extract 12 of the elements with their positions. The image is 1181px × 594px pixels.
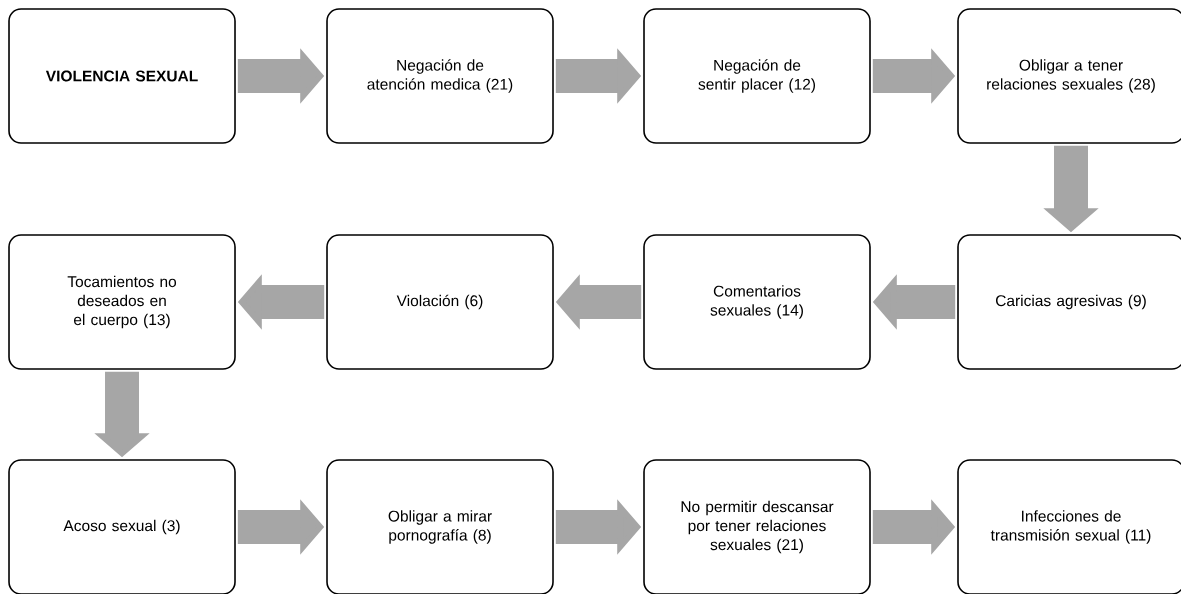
process-box: Comentarios sexuales (14) (643, 234, 871, 370)
process-box: Infecciones de transmisión sexual (11) (957, 459, 1181, 594)
process-box: Acoso sexual (3) (8, 459, 236, 594)
process-box: Tocamientos no deseados en el cuerpo (13) (8, 234, 236, 370)
process-box: Violación (6) (326, 234, 554, 370)
process-box: Negación de sentir placer (12) (643, 8, 871, 144)
process-box: No permitir descansar por tener relaciones sexuales (21) (643, 459, 871, 594)
process-box: Caricias agresivas (9) (957, 234, 1181, 370)
process-box: Obligar a mirar pornografía (8) (326, 459, 554, 594)
process-box: Negación de atención medica (21) (326, 8, 554, 144)
process-box: Obligar a tener relaciones sexuales (28) (957, 8, 1181, 144)
process-box: VIOLENCIA SEXUAL (8, 8, 236, 144)
